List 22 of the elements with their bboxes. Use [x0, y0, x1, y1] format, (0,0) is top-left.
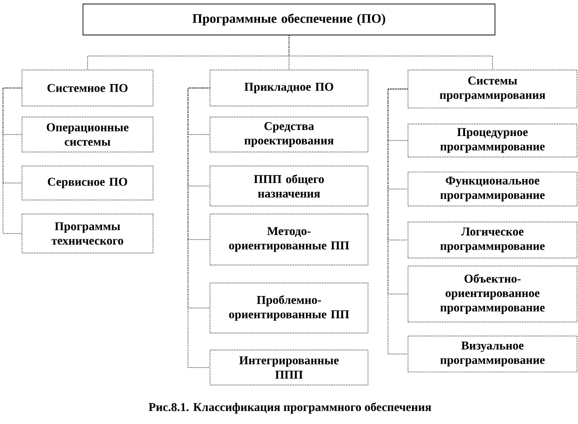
category-box: Прикладное ПО [210, 70, 368, 106]
category-box: Логическое программирование [408, 222, 578, 258]
connector-line [188, 88, 210, 368]
category-box: Проблемно- ориентированные ПП [210, 282, 368, 334]
category-box: Операционные системы [22, 116, 154, 152]
category-box: Интегрированные ППП [210, 350, 368, 386]
category-box: Визуальное программирование [408, 336, 578, 372]
connector-line [288, 35, 493, 70]
connector-line [2, 88, 22, 234]
category-box: Системы программирования [408, 70, 578, 108]
category-box: Функциональное программирование [408, 172, 578, 206]
category-box: Сервисное ПО [22, 166, 154, 200]
connector-line [388, 88, 408, 354]
root-box: Программные обеспечение (ПО) [82, 4, 496, 36]
figure-caption: Рис.8.1. Классификация программного обеспечения [148, 402, 432, 414]
category-box: Программы технического [22, 214, 154, 254]
category-box: Средства проектирования [210, 116, 368, 152]
category-box: Процедурное программирование [408, 124, 578, 158]
category-box: Объектно- ориентированное программирование [408, 266, 578, 322]
category-box: Методо- ориентированные ПП [210, 214, 368, 266]
category-box: Системное ПО [22, 70, 154, 106]
category-box: ППП общего назначения [210, 166, 368, 206]
